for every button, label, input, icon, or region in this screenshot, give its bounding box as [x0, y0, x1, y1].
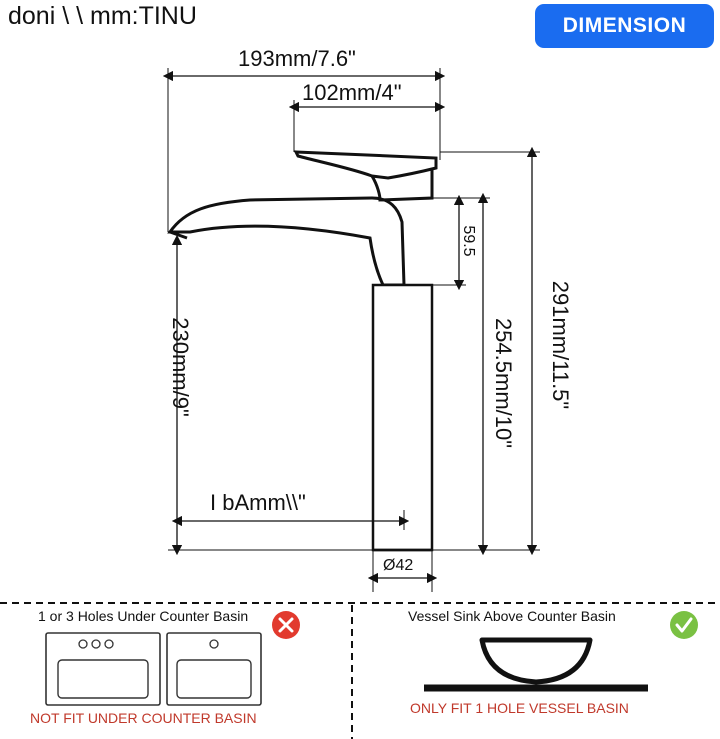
dim-label-outlet: I bAmm\\": [210, 490, 306, 515]
not-fit-title: 1 or 3 Holes Under Counter Basin: [38, 608, 249, 624]
dim-label-base-height: 254.5mm/10": [491, 317, 516, 449]
dim-label-body-height: 59.5: [460, 225, 477, 257]
not-fit-warning: NOT FIT UNDER COUNTER BASIN: [30, 710, 257, 726]
dim-label-overall-height: 291mm/11.5": [548, 280, 573, 410]
faucet-handle-body: [370, 170, 434, 202]
cross-icon: [272, 611, 300, 639]
fit-title: Vessel Sink Above Counter Basin: [408, 608, 616, 624]
dim-label-handle-depth: 102mm/4": [302, 80, 402, 105]
faucet-base: [371, 283, 434, 552]
faucet-handle: [293, 150, 438, 180]
dim-label-base-diameter: Ø42: [383, 557, 414, 574]
fit-note: ONLY FIT 1 HOLE VESSEL BASIN: [410, 700, 629, 716]
dim-label-spout-height: 230mm/9": [168, 317, 193, 417]
check-icon: [670, 611, 698, 639]
faucet-body: [167, 196, 406, 287]
dim-label-overall-depth: 193mm/7.6": [238, 46, 356, 71]
unit-label: doni \ \ mm:TINU: [8, 2, 197, 30]
dimension-badge: DIMENSION: [535, 4, 714, 48]
vessel-basin: [479, 637, 593, 685]
